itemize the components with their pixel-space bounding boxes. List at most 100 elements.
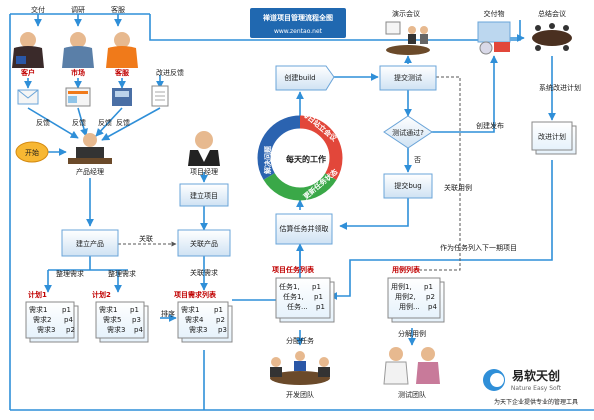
- deliverable: 交付物: [477, 9, 511, 55]
- label-delivery: 交付: [31, 5, 45, 14]
- feedback-4: 反馈: [116, 118, 130, 127]
- svg-text:建立产品: 建立产品: [76, 239, 104, 248]
- brand-slogan: 为天下企业提供专业的管理工具: [494, 398, 578, 406]
- svg-text:需求3: 需求3: [189, 325, 207, 334]
- project-manager: 项目经理: [188, 131, 220, 176]
- svg-text:任务1,: 任务1,: [279, 282, 300, 291]
- svg-text:p1: p1: [312, 283, 321, 291]
- svg-text:p3: p3: [132, 316, 141, 324]
- label-support-top: 客服: [111, 5, 125, 14]
- create-build-box: 创建build: [275, 65, 335, 91]
- svg-text:需求1: 需求1: [99, 305, 117, 314]
- svg-text:需求1: 需求1: [29, 305, 47, 314]
- svg-text:p1: p1: [424, 283, 433, 291]
- estimate-box: 估算任务并领取: [275, 213, 333, 245]
- edge-organize-1: 整理需求: [56, 269, 84, 278]
- svg-text:p1: p1: [130, 306, 139, 314]
- review-meeting: 演示会议: [385, 9, 430, 55]
- role-support: 客服: [114, 68, 130, 77]
- svg-text:项目需求列表: 项目需求列表: [174, 290, 217, 299]
- system-improve-label: 系统改进计划: [539, 83, 581, 92]
- phone-icon: [112, 88, 132, 106]
- feedback-1: 反馈: [36, 118, 50, 127]
- svg-text:p4: p4: [64, 316, 73, 324]
- svg-text:用例2,: 用例2,: [395, 292, 416, 301]
- svg-text:任务...: 任务...: [287, 302, 308, 311]
- svg-text:需求4: 需求4: [185, 315, 204, 324]
- build-project-box: 建立项目: [179, 183, 229, 207]
- edge-cycle-back: 作为任务列入下一期项目: [440, 243, 517, 252]
- edge-decompose: 分解用例: [398, 329, 426, 338]
- build-product-box: 建立产品: [61, 229, 119, 257]
- edge-link: 关联: [139, 234, 153, 243]
- test-pass-diamond: 测试通过?: [383, 115, 433, 149]
- feedback-3: 反馈: [98, 118, 112, 127]
- svg-text:p1: p1: [316, 303, 325, 311]
- svg-text:测试通过?: 测试通过?: [392, 128, 424, 137]
- edge-link-req: 关联需求: [190, 268, 218, 277]
- svg-text:改进计划: 改进计划: [538, 132, 566, 141]
- edge-sort: 排序: [161, 309, 175, 318]
- svg-text:提交bug: 提交bug: [394, 181, 421, 190]
- svg-text:建立项目: 建立项目: [190, 191, 218, 200]
- improve-plan-doc: 改进计划: [531, 121, 577, 155]
- svg-text:p1: p1: [62, 306, 71, 314]
- svg-text:用例列表: 用例列表: [392, 265, 421, 274]
- case-list: 用例列表 用例1, p1 用例2, p2 用例... p4: [387, 265, 445, 323]
- dashed-connectors: [118, 74, 461, 271]
- role-market: 市场: [71, 68, 85, 77]
- daily-cycle: 每天的工作 每日站立会议 更新任务状态 解决问题: [257, 109, 343, 201]
- customer-person: 客户: [12, 32, 44, 77]
- label-improve-feedback: 改进反馈: [156, 68, 184, 77]
- svg-text:用例1,: 用例1,: [391, 282, 412, 291]
- svg-text:关联产品: 关联产品: [190, 239, 218, 248]
- svg-text:需求1: 需求1: [181, 305, 199, 314]
- svg-text:创建build: 创建build: [284, 73, 315, 82]
- product-manager: 产品经理: [68, 133, 112, 176]
- role-pm-project: 项目经理: [190, 167, 218, 176]
- svg-text:总结会议: 总结会议: [538, 9, 566, 18]
- svg-text:需求3: 需求3: [37, 325, 55, 334]
- svg-text:计划2: 计划2: [92, 290, 111, 299]
- mail-icon: [17, 89, 39, 105]
- start-node: 开始: [15, 141, 49, 163]
- submit-bug-box: 提交bug: [383, 173, 433, 199]
- edge-assign-task: 分配任务: [286, 336, 314, 345]
- webpage-icon: [65, 87, 91, 107]
- svg-text:估算任务并领取: 估算任务并领取: [280, 224, 329, 233]
- svg-text:需求5: 需求5: [103, 315, 121, 324]
- document-icon: [151, 85, 169, 107]
- svg-text:用例...: 用例...: [399, 302, 420, 311]
- edge-link-case: 关联用例: [444, 183, 472, 192]
- svg-text:p2: p2: [216, 316, 225, 324]
- test-team: 分解用例 测试团队: [383, 329, 440, 399]
- svg-text:p2: p2: [66, 326, 75, 334]
- submit-test-box: 提交测试: [379, 65, 437, 91]
- svg-text:p4: p4: [134, 326, 143, 334]
- title-banner: 禅道项目管理流程全图 www.zentao.net: [250, 8, 346, 38]
- feedback-2: 反馈: [72, 118, 86, 127]
- svg-text:p4: p4: [428, 303, 437, 311]
- svg-text:计划1: 计划1: [28, 290, 47, 299]
- dev-team: 分配任务 开发团队: [270, 336, 330, 399]
- brand-logo: 易软天创 Nature Easy Soft 为天下企业提供专业的管理工具: [483, 368, 578, 406]
- market-person: 市场: [62, 32, 94, 77]
- svg-text:交付物: 交付物: [484, 9, 505, 18]
- svg-text:p2: p2: [426, 293, 435, 301]
- svg-text:任务1,: 任务1,: [283, 292, 304, 301]
- title-url: www.zentao.net: [274, 28, 323, 35]
- label-market-top: 调研: [71, 5, 85, 14]
- brand-en: Nature Easy Soft: [511, 385, 562, 392]
- summary-meeting: 总结会议: [532, 9, 572, 51]
- cycle-center: 每天的工作: [286, 154, 326, 164]
- svg-text:提交测试: 提交测试: [394, 73, 422, 82]
- title-text: 禅道项目管理流程全图: [262, 13, 333, 22]
- role-dev-team: 开发团队: [286, 390, 314, 399]
- support-person: 客服: [106, 32, 138, 77]
- edge-create-release: 创建发布: [476, 121, 504, 130]
- svg-text:p3: p3: [218, 326, 227, 334]
- brand-name: 易软天创: [512, 368, 560, 383]
